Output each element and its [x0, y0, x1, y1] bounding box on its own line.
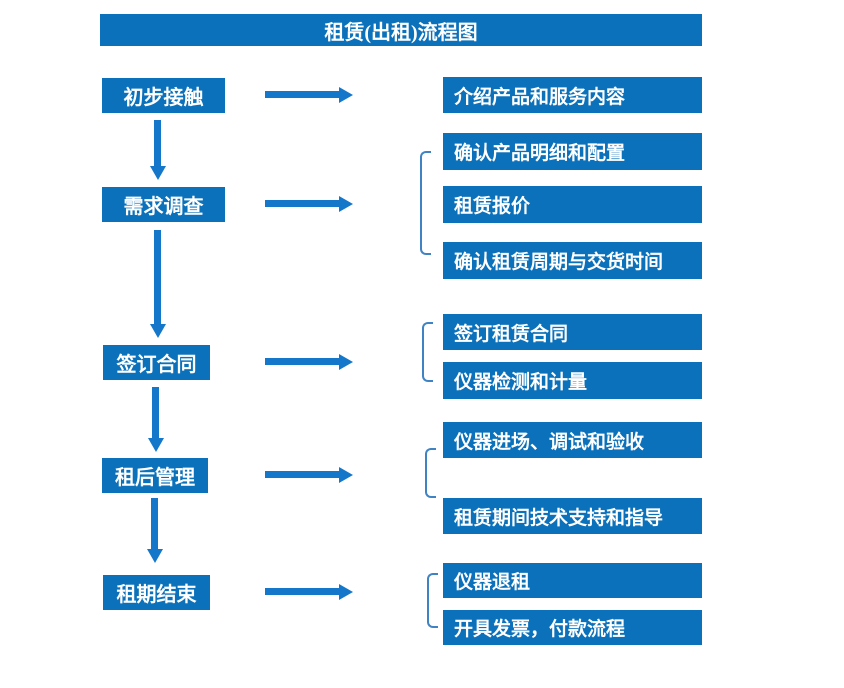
output-instrument-return: 仪器退租: [443, 563, 702, 598]
step-demand-survey: 需求调查: [102, 187, 225, 222]
step-sign-contract: 签订合同: [103, 345, 210, 380]
step-rental-end: 租期结束: [103, 575, 210, 610]
output-confirm-product-details: 确认产品明细和配置: [443, 133, 702, 170]
group-bracket-icon: [420, 151, 431, 255]
group-bracket-icon: [427, 573, 438, 628]
step-initial-contact: 初步接触: [102, 78, 225, 113]
step-post-rental-management: 租后管理: [102, 458, 208, 493]
arrow-right-icon: [265, 467, 353, 483]
arrow-down-icon: [147, 498, 163, 563]
arrow-down-icon: [150, 230, 166, 338]
arrow-down-icon: [150, 120, 166, 180]
output-confirm-rental-period: 确认租赁周期与交货时间: [443, 242, 702, 279]
output-sign-rental-contract: 签订租赁合同: [443, 314, 702, 350]
arrow-down-icon: [148, 387, 164, 452]
arrow-right-icon: [265, 196, 353, 212]
output-instrument-inspection: 仪器检测和计量: [443, 362, 702, 399]
arrow-right-icon: [265, 87, 353, 103]
output-rental-tech-support: 租赁期间技术支持和指导: [443, 498, 702, 534]
output-intro-products: 介绍产品和服务内容: [443, 77, 702, 113]
group-bracket-icon: [425, 448, 436, 498]
output-instrument-arrival: 仪器进场、调试和验收: [443, 422, 702, 458]
arrow-right-icon: [265, 354, 353, 370]
output-invoice-payment: 开具发票，付款流程: [443, 610, 702, 645]
arrow-right-icon: [265, 584, 353, 600]
group-bracket-icon: [422, 322, 433, 382]
diagram-title: 租赁(出租)流程图: [100, 14, 702, 46]
output-rental-quote: 租赁报价: [443, 186, 702, 223]
